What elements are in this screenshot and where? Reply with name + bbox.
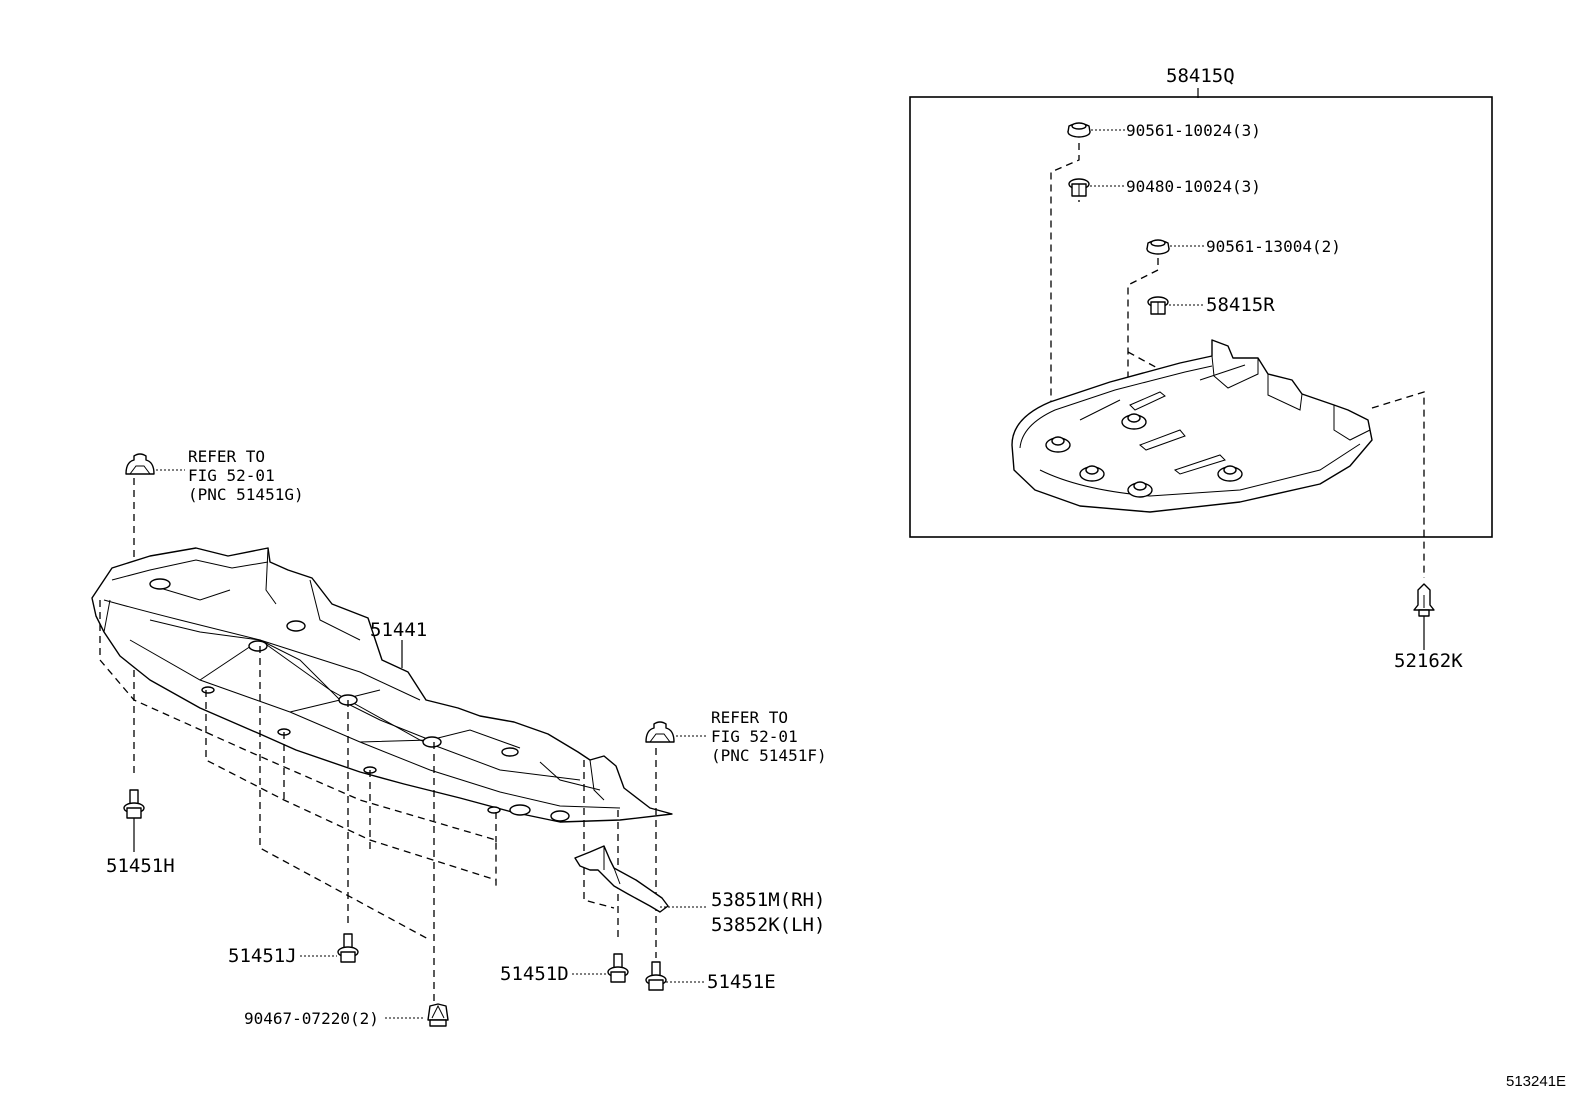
label-58415r: 58415R: [1206, 294, 1275, 316]
refer-right-line3: (PNC 51451F): [711, 746, 827, 765]
bracket-icon: [574, 845, 669, 913]
nut-icon: [1147, 296, 1169, 315]
clip-icon: [1413, 583, 1435, 617]
clip-icon: [427, 1003, 449, 1027]
front-under-cover-group: REFER TO FIG 52-01 (PNC 51451G): [91, 447, 673, 1002]
label-53851m-rh: 53851M(RH): [711, 889, 825, 911]
label-51441: 51441: [370, 619, 427, 641]
refer-right-line2: FIG 52-01: [711, 727, 798, 746]
label-51451j: 51451J: [228, 945, 297, 967]
clip-icon: [645, 721, 675, 743]
refer-left-line3: (PNC 51451G): [188, 485, 304, 504]
label-90480-10024: 90480-10024(3): [1126, 177, 1261, 196]
clip-icon: [125, 453, 155, 475]
refer-left-line2: FIG 52-01: [188, 466, 275, 485]
label-90561-13004: 90561-13004(2): [1206, 237, 1341, 256]
figure-code: 513241E: [1506, 1073, 1566, 1090]
bolt-icon: [645, 961, 667, 991]
label-52162k: 52162K: [1394, 650, 1463, 672]
bolt-icon: [607, 953, 629, 983]
refer-left-line1: REFER TO: [188, 447, 265, 466]
refer-right-line1: REFER TO: [711, 708, 788, 727]
set-label-58415q: 58415Q: [1166, 65, 1235, 87]
label-51451d: 51451D: [500, 963, 569, 985]
front-under-cover-icon: [91, 547, 673, 823]
nut-icon: [1068, 178, 1090, 197]
label-51451h: 51451H: [106, 855, 175, 877]
engine-under-cover-icon: [1011, 339, 1373, 513]
label-90467-07220: 90467-07220(2): [244, 1009, 379, 1028]
washer-icon: [1146, 239, 1170, 255]
label-51451e: 51451E: [707, 971, 776, 993]
label-53852k-lh: 53852K(LH): [711, 914, 825, 936]
set-box: [909, 96, 1493, 538]
set-58415q-group: 58415Q 90561-10024(3) 90480-10024(3) 905…: [909, 65, 1493, 578]
washer-icon: [1067, 122, 1091, 138]
label-90561-10024: 90561-10024(3): [1126, 121, 1261, 140]
bolt-icon: [337, 933, 359, 963]
bolt-icon: [123, 789, 145, 819]
